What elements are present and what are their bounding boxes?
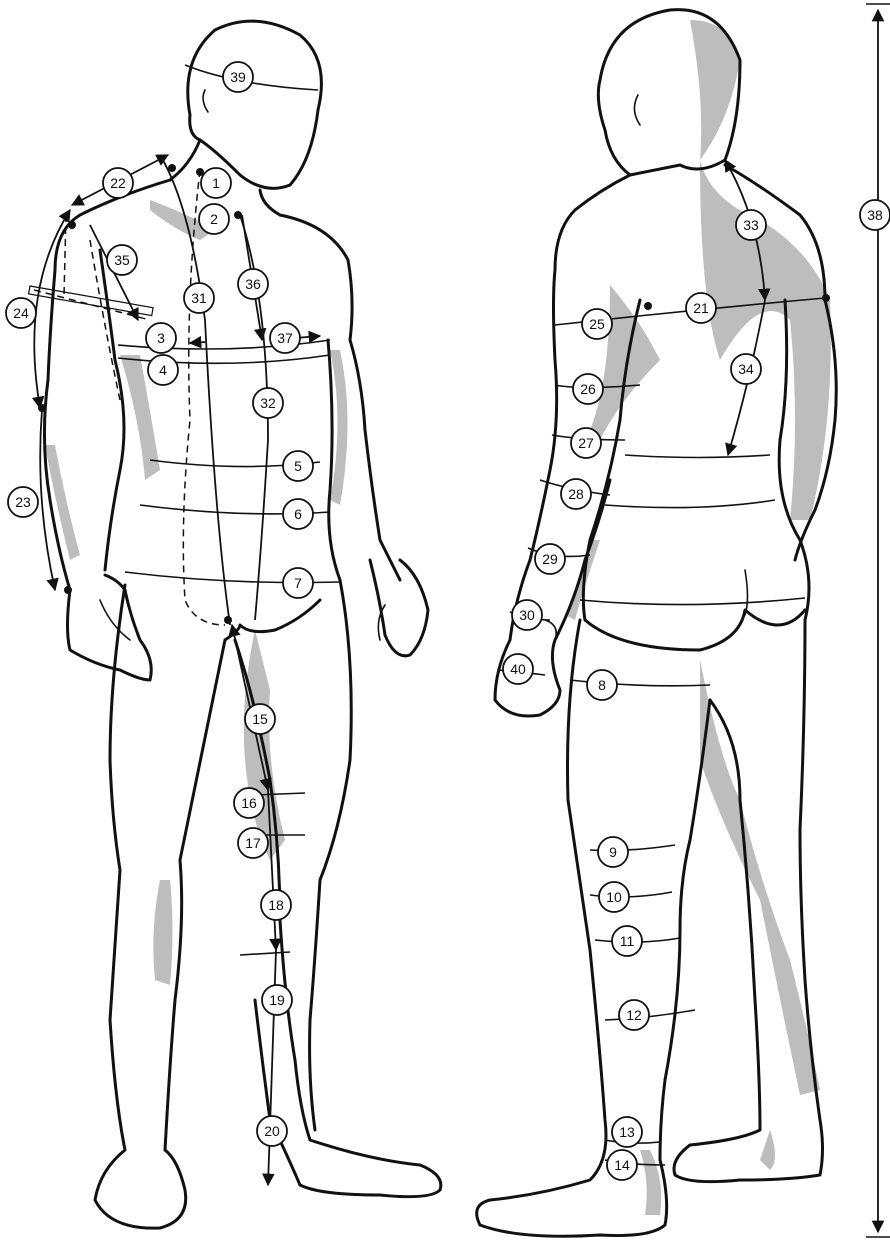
marker-label: 31 [191, 290, 207, 306]
marker-label: 40 [510, 661, 526, 677]
marker-30: 30 [512, 600, 542, 630]
marker-18: 18 [261, 890, 291, 920]
measurement-markers: 1234567891011121314151617181920212223242… [6, 62, 890, 1180]
marker-label: 35 [114, 252, 130, 268]
marker-7: 7 [283, 568, 313, 598]
marker-label: 4 [159, 362, 167, 378]
marker-label: 9 [609, 844, 617, 860]
marker-label: 14 [614, 1157, 630, 1173]
marker-39: 39 [223, 62, 253, 92]
marker-26: 26 [573, 374, 603, 404]
marker-5: 5 [283, 451, 313, 481]
marker-label: 13 [619, 1124, 635, 1140]
marker-33: 33 [736, 210, 766, 240]
marker-36: 36 [238, 269, 268, 299]
marker-label: 17 [245, 835, 261, 851]
marker-label: 22 [110, 175, 126, 191]
marker-31: 31 [184, 283, 214, 313]
marker-label: 19 [269, 992, 285, 1008]
marker-label: 16 [241, 795, 257, 811]
marker-22: 22 [103, 168, 133, 198]
marker-3: 3 [146, 323, 176, 353]
marker-11: 11 [612, 926, 642, 956]
marker-23: 23 [8, 487, 38, 517]
marker-35: 35 [107, 245, 137, 275]
marker-38: 38 [860, 200, 890, 230]
marker-label: 8 [598, 677, 606, 693]
marker-8: 8 [587, 670, 617, 700]
marker-label: 29 [542, 551, 558, 567]
marker-label: 21 [693, 300, 709, 316]
marker-label: 15 [252, 711, 268, 727]
marker-label: 37 [277, 330, 293, 346]
marker-40: 40 [503, 654, 533, 684]
marker-label: 1 [212, 175, 220, 191]
marker-label: 24 [13, 305, 29, 321]
marker-1: 1 [201, 168, 231, 198]
marker-label: 27 [578, 435, 594, 451]
marker-10: 10 [599, 882, 629, 912]
marker-17: 17 [238, 828, 268, 858]
marker-label: 20 [264, 1123, 280, 1139]
marker-12: 12 [619, 1000, 649, 1030]
marker-label: 11 [620, 933, 635, 949]
marker-label: 36 [245, 276, 261, 292]
marker-label: 33 [743, 217, 759, 233]
marker-25: 25 [582, 309, 612, 339]
front-figure [29, 21, 441, 1228]
marker-29: 29 [535, 544, 565, 574]
marker-13: 13 [612, 1117, 642, 1147]
marker-6: 6 [283, 499, 313, 529]
marker-16: 16 [234, 788, 264, 818]
marker-28: 28 [561, 479, 591, 509]
marker-label: 25 [589, 316, 605, 332]
marker-label: 12 [626, 1007, 642, 1023]
marker-2: 2 [199, 204, 229, 234]
marker-label: 10 [606, 889, 622, 905]
marker-20: 20 [257, 1116, 287, 1146]
marker-label: 39 [230, 69, 246, 85]
marker-27: 27 [571, 428, 601, 458]
marker-label: 38 [867, 207, 883, 223]
marker-label: 26 [580, 381, 596, 397]
marker-label: 18 [268, 897, 284, 913]
marker-label: 32 [260, 395, 276, 411]
marker-label: 30 [519, 607, 535, 623]
marker-4: 4 [148, 355, 178, 385]
marker-label: 2 [210, 211, 218, 227]
marker-label: 3 [157, 330, 165, 346]
marker-21: 21 [686, 293, 716, 323]
marker-label: 5 [294, 458, 302, 474]
marker-label: 6 [294, 506, 302, 522]
marker-24: 24 [6, 298, 36, 328]
marker-32: 32 [253, 388, 283, 418]
marker-label: 34 [738, 361, 754, 377]
marker-19: 19 [262, 985, 292, 1015]
marker-14: 14 [607, 1150, 637, 1180]
marker-label: 7 [294, 575, 302, 591]
marker-label: 28 [568, 486, 584, 502]
marker-15: 15 [245, 704, 275, 734]
marker-label: 23 [15, 494, 31, 510]
marker-9: 9 [598, 837, 628, 867]
marker-37: 37 [270, 323, 300, 353]
height-bar [866, 4, 890, 1237]
marker-34: 34 [731, 354, 761, 384]
